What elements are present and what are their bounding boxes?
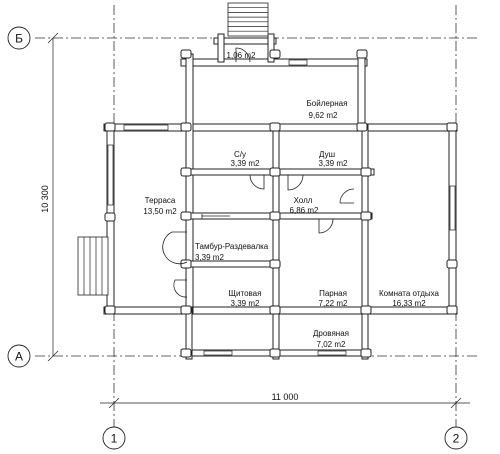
axis-bubble-a (7, 344, 31, 368)
doors (162, 47, 355, 298)
log-post (180, 49, 192, 59)
dimension-vertical-tick-top (47, 32, 59, 44)
stair-left-outline (77, 236, 109, 296)
log-post (356, 122, 368, 132)
log-post (446, 305, 458, 315)
log-post (180, 305, 192, 315)
log-post (180, 211, 192, 221)
dimension-width-label: 11 000 (272, 392, 299, 402)
log-post (269, 122, 281, 132)
dimension-horizontal-tick-right (450, 397, 462, 409)
door-vestibule (235, 47, 251, 63)
room-name-wc: С/у (234, 150, 246, 159)
log-post (360, 348, 372, 358)
log-post (446, 259, 458, 269)
room-area-switchboard: 3,39 m2 (231, 299, 260, 308)
room-name-boiler: Бойлерная (307, 99, 348, 108)
room-name-switchboard: Щитовая (229, 289, 262, 298)
axis-bubble-b (7, 26, 31, 50)
dimension-horizontal-tick-left (108, 397, 120, 409)
stair-top (227, 2, 269, 37)
room-area-hall: 6,86 m2 (290, 206, 319, 215)
axis-bubble-2 (444, 426, 468, 450)
log-post (104, 305, 116, 315)
dimension-height-label: 10 300 (40, 185, 50, 213)
log-post (104, 212, 116, 222)
room-name-hall: Холл (294, 196, 313, 205)
log-post (104, 122, 116, 132)
wall-vestibule-right (267, 33, 275, 63)
room-name-steam: Парная (319, 289, 347, 298)
wall-vestibule-top (213, 37, 277, 45)
axis-bubbles: Б А 1 2 (7, 26, 468, 450)
log-post (269, 167, 281, 177)
stair-top-treads (228, 7, 268, 32)
log-post (269, 259, 281, 269)
log-post (180, 167, 192, 177)
axis-label-2: 2 (453, 432, 460, 446)
log-post (269, 305, 281, 315)
door-shower (287, 174, 304, 191)
window-terrace-top (123, 124, 169, 131)
room-name-terrace: Терраса (145, 196, 176, 205)
log-post (356, 49, 368, 59)
room-name-rest: Комната отдыха (379, 289, 440, 298)
log-post (360, 211, 372, 221)
wall-boiler-left (185, 53, 194, 315)
room-area-boiler: 9,62 m2 (309, 111, 338, 120)
stair-top-outline (227, 2, 269, 37)
log-post (446, 122, 458, 132)
wall-outer-top (182, 123, 458, 132)
window-rest-right (449, 185, 456, 231)
room-area-woodshed: 7,02 m2 (317, 340, 346, 349)
room-area-vestibule: 1,06 m2 (227, 51, 256, 60)
log-post (180, 348, 192, 358)
room-area-wc: 3,39 m2 (231, 159, 260, 168)
door-tambour (162, 231, 188, 265)
room-area-steam: 7,22 m2 (319, 299, 348, 308)
room-labels: 1,06 m2 Бойлерная 9,62 m2 С/у 3,39 m2 Ду… (143, 51, 439, 349)
wall-boiler-right (357, 53, 366, 132)
room-area-shower: 3,39 m2 (319, 159, 348, 168)
window-boiler-top (288, 59, 308, 66)
door-switchboard (173, 279, 188, 298)
door-hall-bottom (318, 218, 334, 234)
room-name-woodshed: Дровяная (313, 329, 349, 338)
room-area-rest: 16,33 m2 (392, 299, 426, 308)
door-hall-right (339, 188, 355, 204)
windows (107, 59, 456, 356)
dimension-vertical-tick-bottom (47, 350, 59, 362)
door-tambour-top (201, 214, 230, 219)
door-wc (249, 174, 265, 190)
log-post (180, 259, 192, 269)
window-woodshed-bottom-2 (317, 350, 347, 356)
room-name-shower: Душ (319, 150, 335, 159)
log-post (269, 49, 281, 59)
wall-vestibule-left (217, 33, 225, 63)
axis-label-a: А (15, 350, 23, 364)
stair-left-treads (83, 237, 103, 295)
log-post (269, 211, 281, 221)
posts (104, 49, 458, 358)
log-post (180, 122, 192, 132)
room-name-tambour: Тамбур-Раздевалка (195, 242, 269, 251)
log-post (269, 348, 281, 358)
axis-bubble-1 (102, 426, 126, 450)
dimensions: 11 000 10 300 (40, 32, 470, 409)
window-terrace-left (107, 144, 114, 206)
room-area-terrace: 13,50 m2 (143, 207, 177, 216)
room-area-tambour: 3,39 m2 (195, 253, 224, 262)
log-post (360, 167, 372, 177)
log-post (360, 305, 372, 315)
axis-label-1: 1 (111, 432, 118, 446)
window-woodshed-bottom-1 (203, 350, 233, 356)
stair-left (77, 236, 109, 296)
axis-label-b: Б (15, 32, 23, 46)
